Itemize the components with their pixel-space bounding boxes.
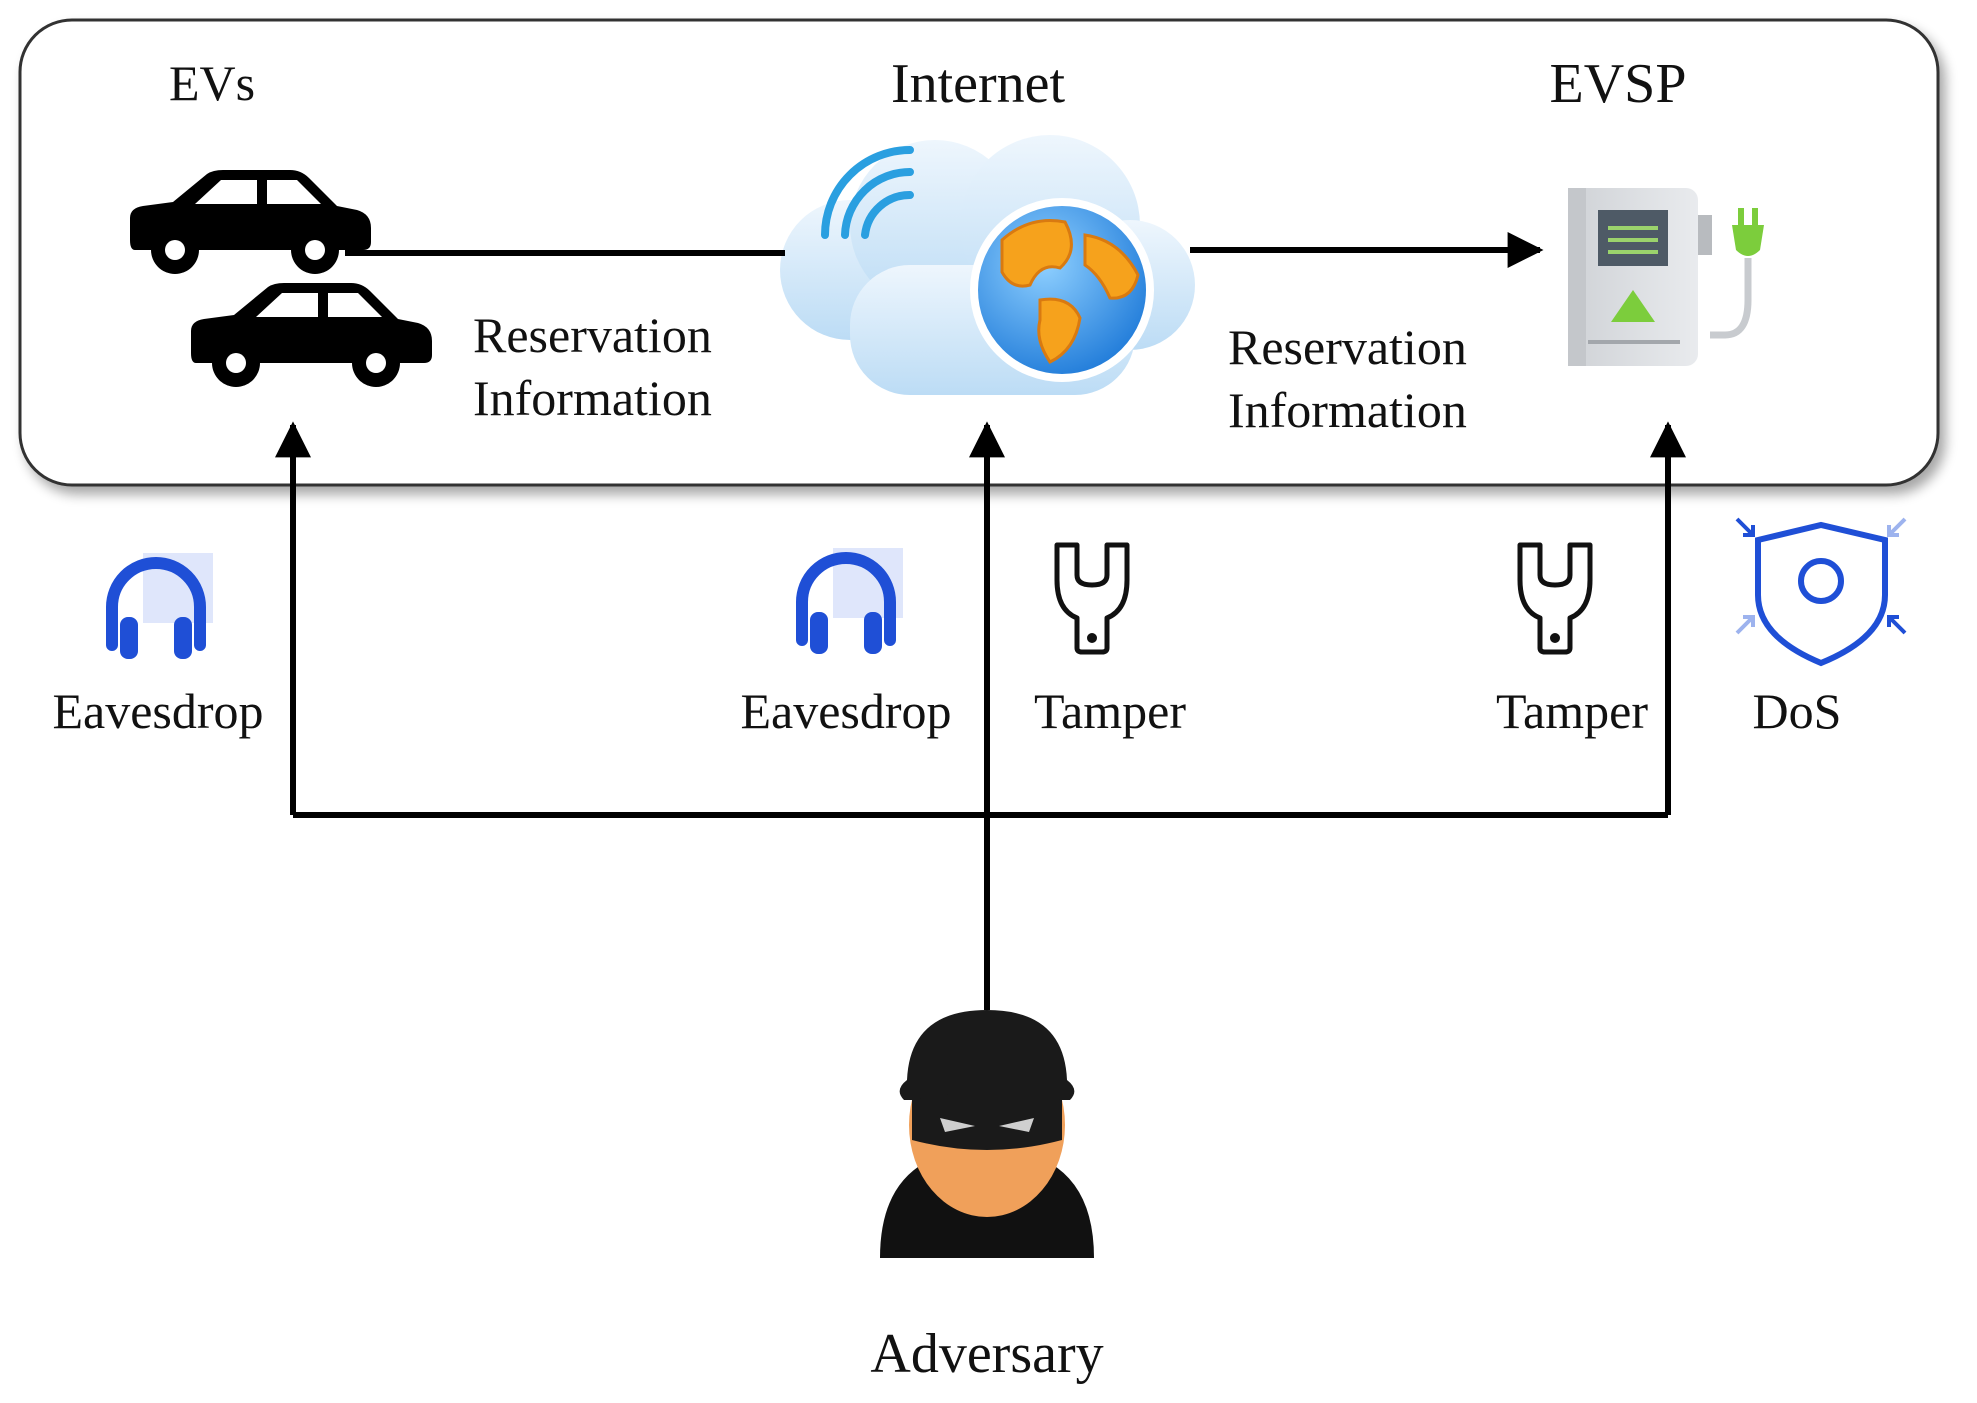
headphones-icon [106, 553, 213, 659]
charging-station-icon [1568, 188, 1764, 366]
attack-label-eavesdrop: Eavesdrop [740, 683, 951, 739]
car-icon [191, 283, 432, 387]
attack-label-eavesdrop: Eavesdrop [52, 683, 263, 739]
wrench-icon [1054, 542, 1130, 655]
shield-icon [1735, 517, 1907, 667]
attack-label-tamper: Tamper [1496, 683, 1648, 739]
car-icon [130, 170, 371, 274]
headphones-icon [796, 548, 903, 654]
reservation-info-right: Reservation Information [1228, 319, 1479, 438]
attack-arrows [275, 421, 1686, 1010]
internet-label: Internet [891, 53, 1066, 115]
reservation-info-left: Reservation Information [473, 307, 724, 426]
wifi-icon [821, 146, 914, 239]
wrench-icon [1517, 542, 1593, 655]
adversary-label: Adversary [870, 1323, 1103, 1385]
attack-label-dos: DoS [1753, 683, 1842, 739]
evsp-label: EVSP [1550, 53, 1687, 115]
adversary-icon [880, 1010, 1094, 1258]
attack-label-tamper: Tamper [1034, 683, 1186, 739]
evs-label: EVs [169, 55, 255, 111]
globe-icon [970, 198, 1154, 382]
